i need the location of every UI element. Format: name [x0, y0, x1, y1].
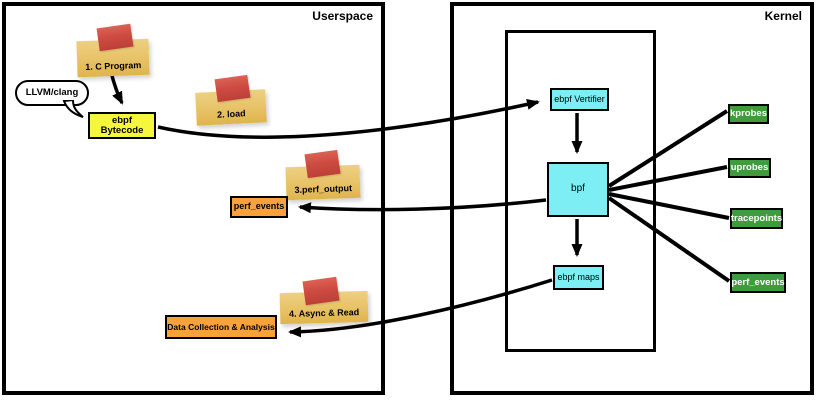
async-read-label: 4. Async & Read: [288, 306, 360, 319]
uprobes-label: uprobes: [730, 162, 769, 174]
data-collection-label: Data Collection & Analysis: [167, 321, 275, 332]
edge-bpf-to-tracepoints: [608, 192, 730, 220]
userspace-region: Userspace: [2, 2, 385, 395]
ebpf-verifier-label: ebpf Vertifier: [554, 93, 605, 104]
edge-bytecode-to-verifier: [157, 99, 540, 139]
tracepoints-label: tracepoints: [730, 212, 783, 224]
kprobes-node: kprobes: [728, 104, 769, 124]
speech-bubble-llvm-clang: LLVM/clang: [15, 80, 89, 106]
llvm-clang-label: LLVM/clang: [25, 87, 79, 99]
edge-bpf-to-perfevents-kernel: [607, 196, 731, 283]
speech-bubble-tail-icon: [62, 100, 84, 118]
ebpf-bytecode-label: ebpf Bytecode: [100, 114, 144, 136]
uprobes-node: uprobes: [728, 158, 771, 178]
kernel-region: Kernel: [450, 2, 814, 395]
ebpf-maps-label: ebpf maps: [557, 271, 600, 282]
ebpf-bytecode-node: ebpf Bytecode: [88, 112, 156, 139]
load-label: 2. load: [216, 107, 246, 120]
kprobes-label: kprobes: [730, 108, 767, 120]
perf-events-kernel-label: perf_events: [731, 276, 785, 288]
userspace-label: Userspace: [312, 9, 373, 23]
edge-bpf-to-kprobes: [607, 109, 729, 188]
edge-cprogram-to-bytecode: [109, 71, 124, 105]
ebpf-verifier-node: ebpf Vertifier: [550, 88, 609, 111]
ebpf-maps-node: ebpf maps: [553, 265, 604, 290]
sticky-tab-icon: [304, 149, 341, 179]
perf-events-userspace-label: perf_events: [233, 201, 285, 212]
kernel-inner-box: [505, 30, 656, 352]
sticky-tab-icon: [96, 23, 134, 52]
edge-bpf-to-perfevents-user: [298, 198, 547, 214]
edge-maps-to-datacollection: [288, 278, 553, 338]
tracepoints-node: tracepoints: [730, 208, 783, 229]
kernel-label: Kernel: [764, 9, 802, 23]
perf-output-label: 3.perf_output: [294, 182, 353, 195]
perf-events-userspace-node: perf_events: [230, 196, 288, 218]
perf-events-kernel-node: perf_events: [730, 272, 786, 293]
bpf-label: bpf: [571, 183, 585, 195]
edge-bpf-to-uprobes: [608, 165, 728, 192]
c-program-label: 1. C Program: [85, 59, 142, 72]
bpf-node: bpf: [547, 162, 609, 217]
sticky-tab-icon: [214, 74, 251, 103]
data-collection-node: Data Collection & Analysis: [165, 315, 277, 339]
sticky-tab-icon: [302, 276, 340, 306]
